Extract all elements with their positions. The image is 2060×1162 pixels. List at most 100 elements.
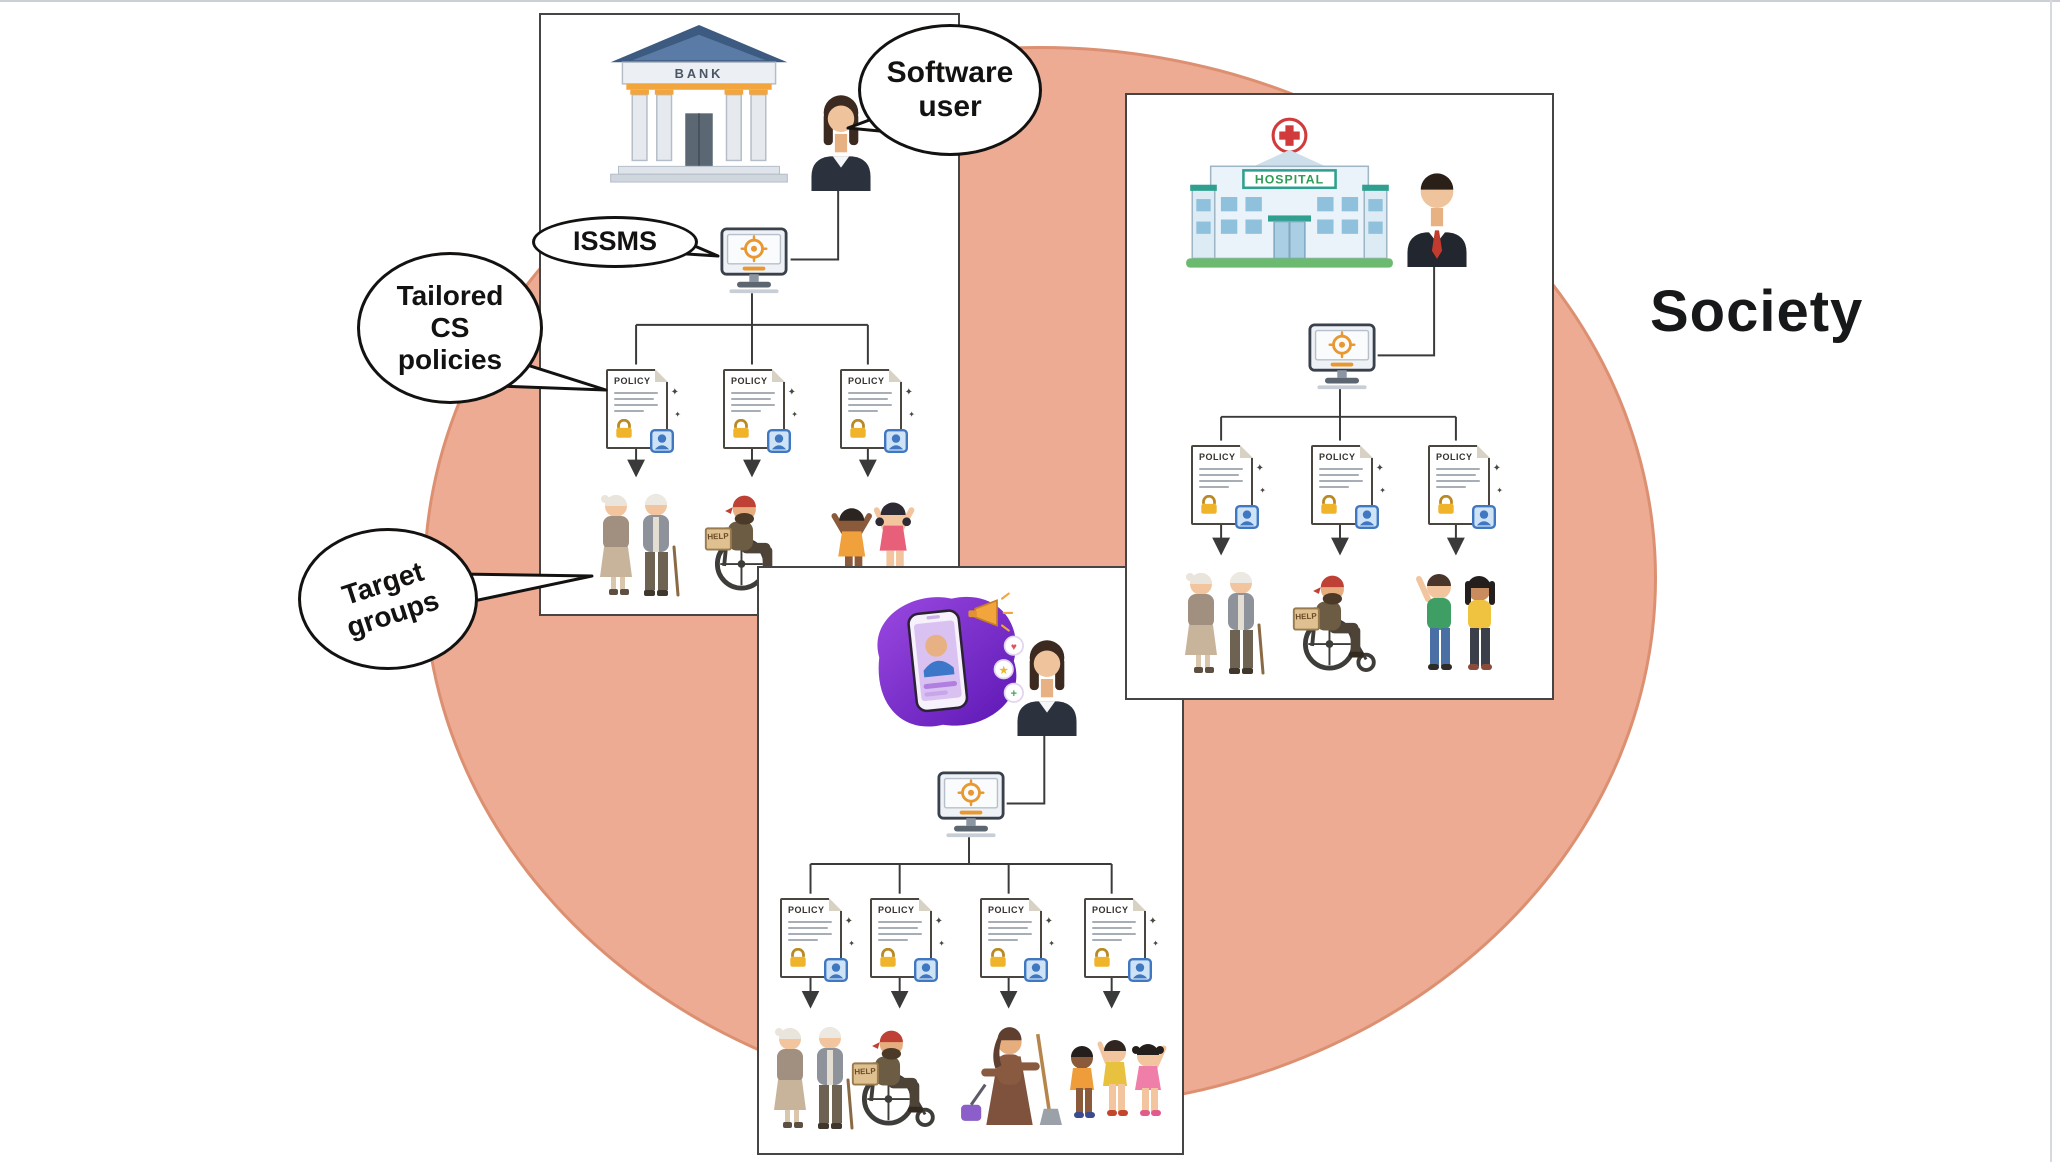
- folded-corner: [655, 369, 668, 382]
- help-sign-text: HELP: [1295, 611, 1317, 622]
- hospital-building-icon: HOSPITAL: [1186, 117, 1393, 268]
- target-group-children: [1060, 1026, 1170, 1131]
- policy-document: POLICY ✦ ✦: [780, 898, 855, 982]
- issms-bubble: ISSMS: [532, 216, 698, 268]
- policy-title: POLICY: [988, 905, 1025, 915]
- policy-title: POLICY: [1092, 905, 1129, 915]
- padlock-icon: [1438, 495, 1454, 514]
- star-reaction-icon: ★: [999, 665, 1008, 676]
- padlock-icon: [1201, 495, 1217, 514]
- social-connectors: [801, 735, 1121, 1009]
- sparkle-icon: ✦: [1259, 486, 1266, 495]
- folded-corner: [1133, 898, 1146, 911]
- sparkle-icon: ✦: [844, 916, 853, 927]
- sparkle-icon: ✦: [938, 939, 945, 948]
- social-issms-computer-icon: [933, 771, 1009, 839]
- user-badge-icon: [884, 429, 908, 453]
- user-badge-icon: [914, 958, 938, 982]
- sparkle-icon: ✦: [908, 410, 915, 419]
- policy-document: POLICY ✦ ✦: [1084, 898, 1159, 982]
- policy-document: POLICY ✦ ✦: [840, 369, 915, 453]
- folded-corner: [829, 898, 842, 911]
- policy-title: POLICY: [878, 905, 915, 915]
- hospital-connectors: [1212, 266, 1465, 556]
- policy-document: POLICY ✦ ✦: [1191, 445, 1266, 529]
- sparkle-icon: ✦: [791, 410, 798, 419]
- folded-corner: [1477, 445, 1490, 458]
- help-sign-text: HELP: [707, 531, 729, 542]
- policy-document: POLICY ✦ ✦: [606, 369, 681, 453]
- policy-document: POLICY ✦ ✦: [723, 369, 798, 453]
- policy-title: POLICY: [614, 376, 651, 386]
- target-group-elderly-couple: [587, 485, 687, 600]
- heart-reaction-icon: ♥: [1011, 642, 1017, 653]
- target-group-young-couple: [1409, 561, 1509, 676]
- sparkle-icon: ✦: [1148, 916, 1157, 927]
- sparkle-icon: ✦: [848, 939, 855, 948]
- policy-title: POLICY: [1436, 452, 1473, 462]
- sparkle-icon: ✦: [674, 410, 681, 419]
- sparkle-icon: ✦: [1492, 463, 1501, 474]
- policy-document: POLICY ✦ ✦: [1311, 445, 1386, 529]
- hospital-issms-computer-icon: [1304, 323, 1380, 391]
- folded-corner: [1029, 898, 1042, 911]
- user-badge-icon: [1472, 505, 1496, 529]
- social-media-panel: ♥ ★ + POLICY ✦ ✦ POLICY: [757, 566, 1184, 1155]
- sparkle-icon: ✦: [904, 387, 913, 398]
- issms-bubble-text: ISSMS: [572, 226, 658, 257]
- sparkle-icon: ✦: [787, 387, 796, 398]
- target-groups-bubble-text: Target groups: [338, 555, 443, 644]
- hospital-panel: HOSPITAL POLICY: [1125, 93, 1554, 700]
- sparkle-icon: ✦: [1379, 486, 1386, 495]
- padlock-icon: [616, 419, 632, 438]
- user-badge-icon: [824, 958, 848, 982]
- policy-title: POLICY: [731, 376, 768, 386]
- bank-sign-text: BANK: [675, 66, 724, 81]
- help-sign-text: HELP: [854, 1066, 876, 1077]
- sparkle-icon: ✦: [1152, 939, 1159, 948]
- padlock-icon: [790, 948, 806, 967]
- target-groups-bubble: Target groups: [298, 528, 478, 670]
- policy-title: POLICY: [1199, 452, 1236, 462]
- hospital-software-user-icon: [1401, 155, 1473, 267]
- policy-document: POLICY ✦ ✦: [1428, 445, 1503, 529]
- user-badge-icon: [1355, 505, 1379, 529]
- bank-connectors: [627, 190, 877, 478]
- folded-corner: [772, 369, 785, 382]
- software-user-bubble: Software user: [858, 24, 1042, 156]
- social-software-user-icon: [1011, 624, 1083, 736]
- software-user-bubble-text: Software user: [886, 55, 1014, 124]
- target-group-elderly-couple: [761, 1018, 861, 1133]
- target-group-elderly-couple: [1172, 563, 1272, 678]
- plus-reaction-icon: +: [1011, 688, 1017, 700]
- social-media-app-icon: ♥ ★ +: [877, 592, 1024, 727]
- folded-corner: [889, 369, 902, 382]
- policy-document: POLICY ✦ ✦: [980, 898, 1055, 982]
- sparkle-icon: ✦: [1375, 463, 1384, 474]
- bank-building-icon: BANK: [610, 24, 788, 183]
- bank-issms-computer-icon: [716, 227, 792, 295]
- sparkle-icon: ✦: [1048, 939, 1055, 948]
- tailored-policies-bubble: Tailored CS policies: [357, 252, 543, 404]
- hospital-sign-text: HOSPITAL: [1255, 173, 1324, 187]
- user-badge-icon: [1235, 505, 1259, 529]
- padlock-icon: [990, 948, 1006, 967]
- folded-corner: [1240, 445, 1253, 458]
- target-group-cleaner: [953, 1016, 1069, 1132]
- policy-document: POLICY ✦ ✦: [870, 898, 945, 982]
- padlock-icon: [1094, 948, 1110, 967]
- sparkle-icon: ✦: [934, 916, 943, 927]
- user-badge-icon: [1128, 958, 1152, 982]
- padlock-icon: [1321, 495, 1337, 514]
- sparkle-icon: ✦: [1255, 463, 1264, 474]
- tailored-policies-bubble-text: Tailored CS policies: [396, 279, 504, 376]
- folded-corner: [1360, 445, 1373, 458]
- policy-title: POLICY: [1319, 452, 1356, 462]
- user-badge-icon: [1024, 958, 1048, 982]
- society-label: Society: [1650, 279, 1864, 344]
- policy-title: POLICY: [788, 905, 825, 915]
- sparkle-icon: ✦: [670, 387, 679, 398]
- sparkle-icon: ✦: [1044, 916, 1053, 927]
- padlock-icon: [880, 948, 896, 967]
